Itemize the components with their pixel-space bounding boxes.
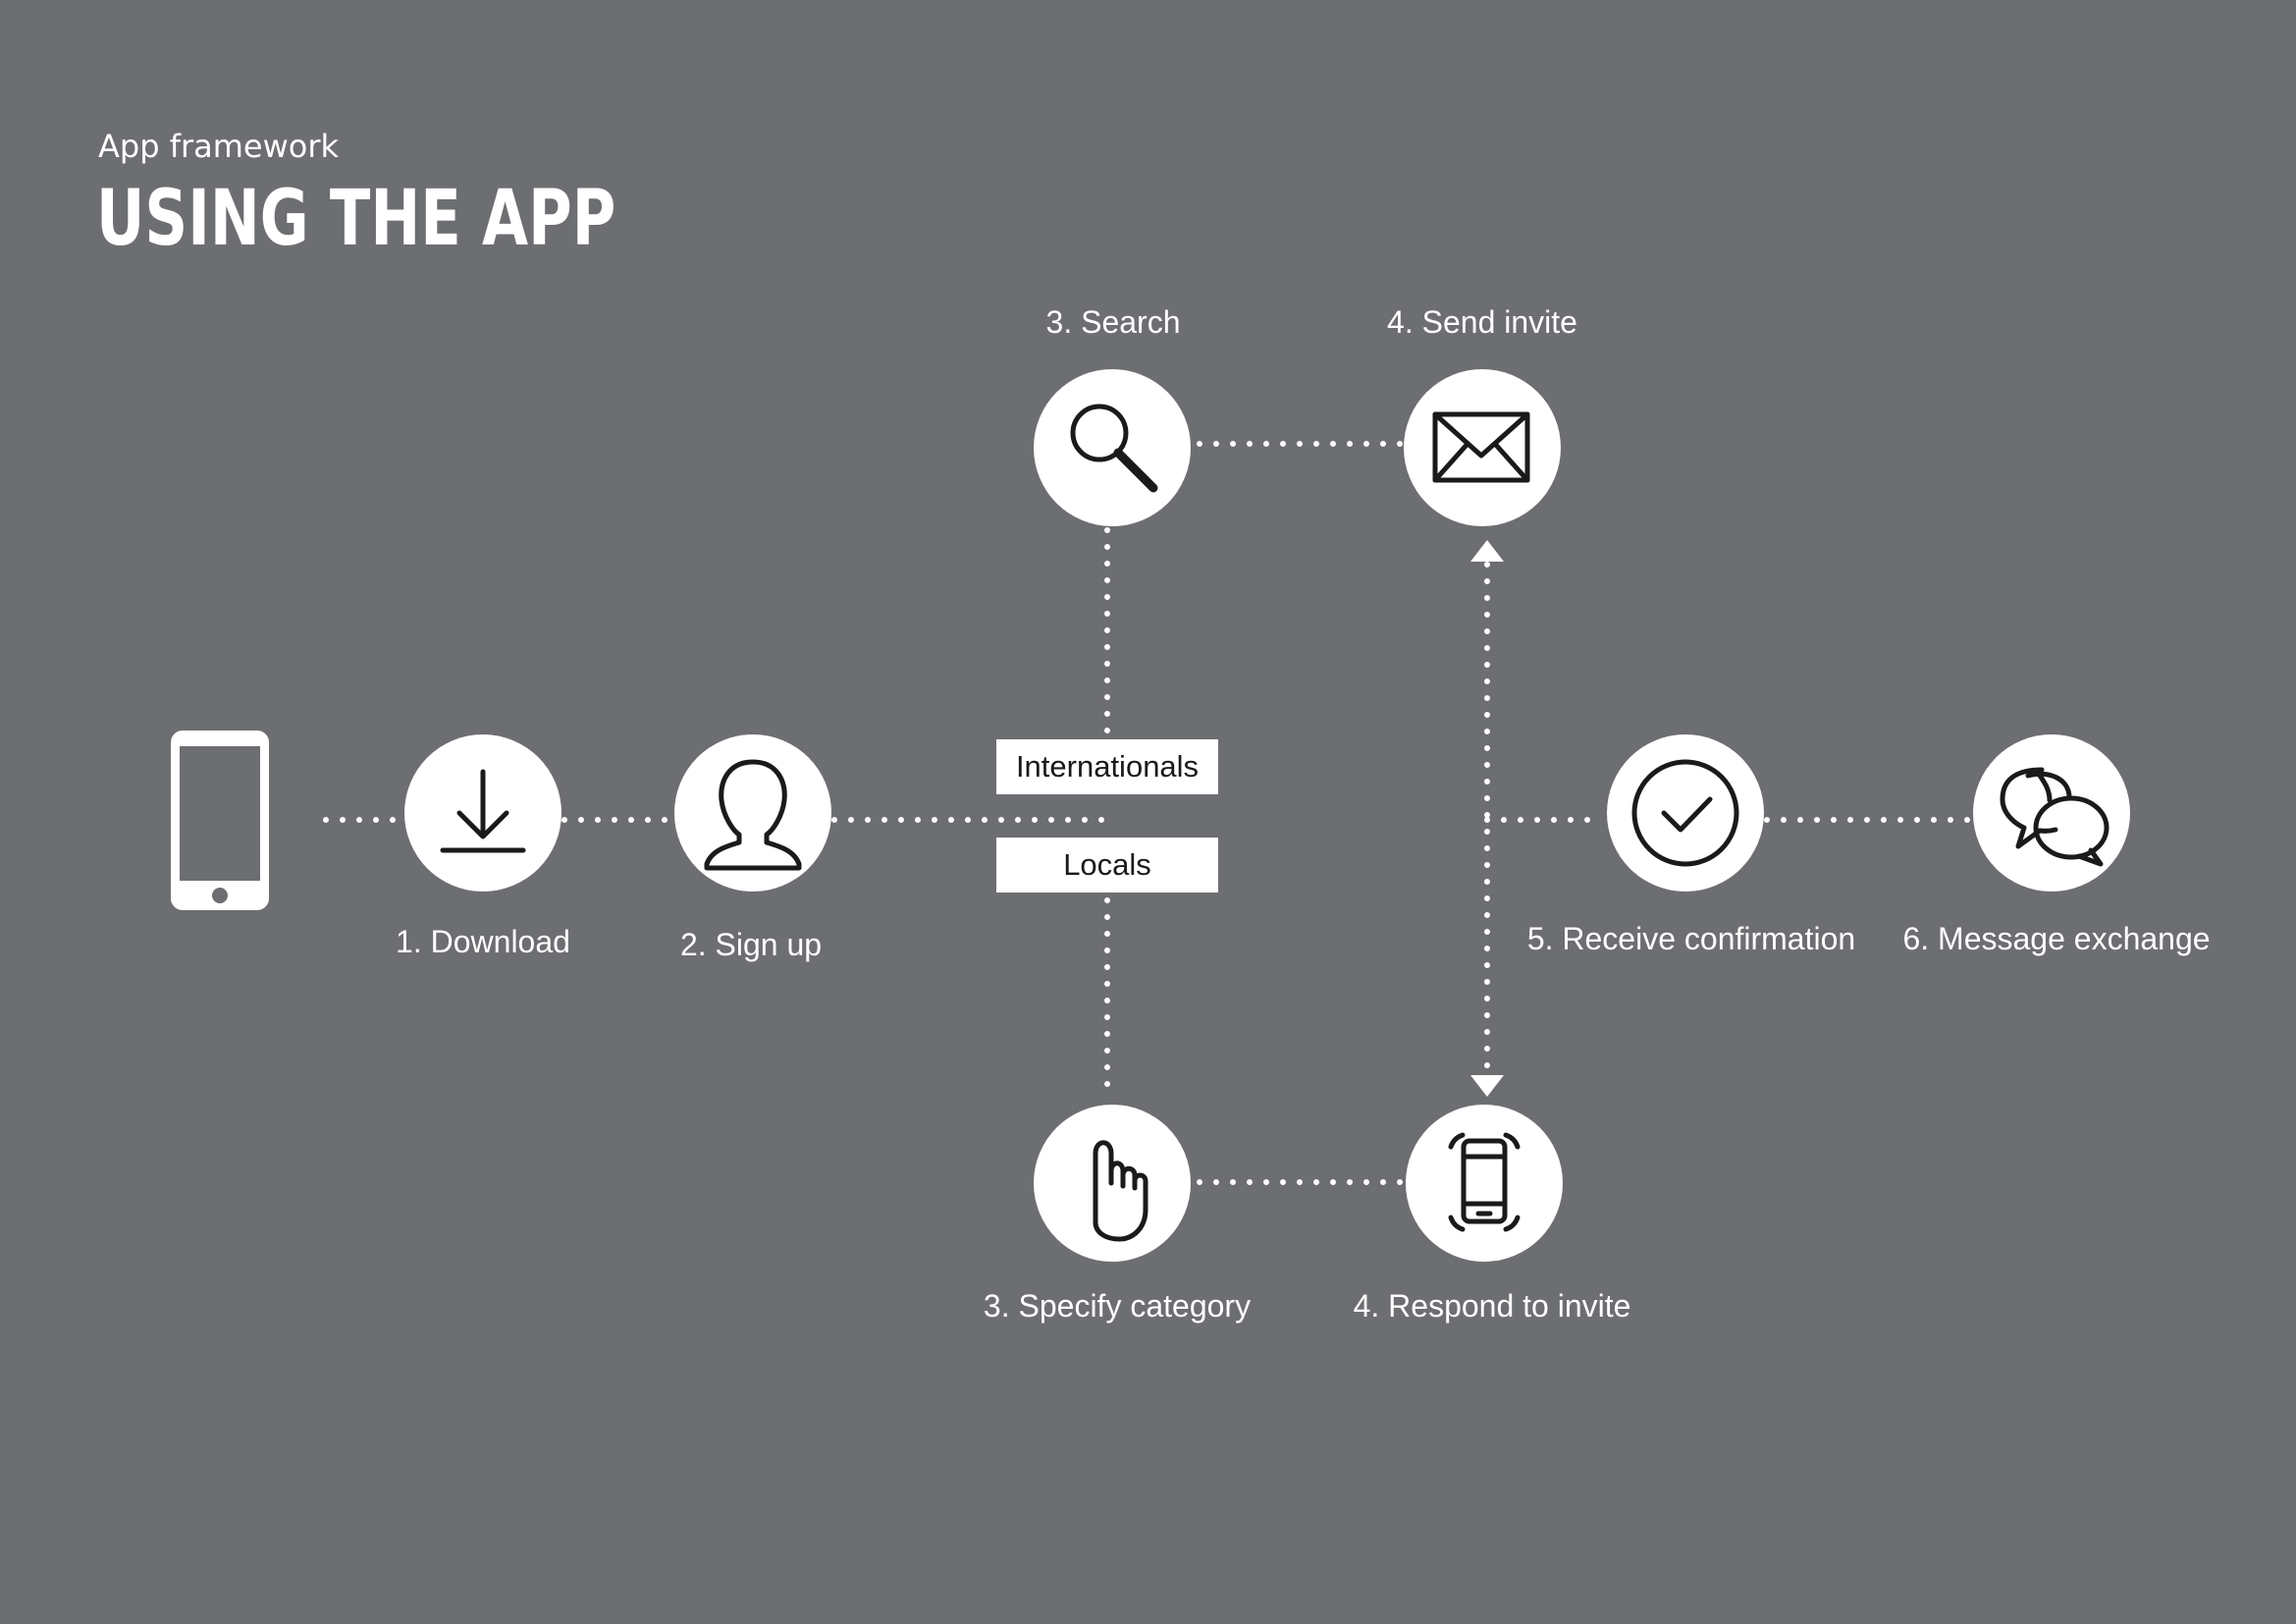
send-invite-label: 4. Send invite [1387, 304, 1577, 340]
diagram-kicker: App framework [98, 128, 340, 165]
receive-confirmation-label: 5. Receive confirmation [1526, 921, 1856, 956]
download-icon [440, 769, 526, 853]
pointing-hand-icon [1093, 1140, 1148, 1242]
download-label: 1. Download [396, 924, 570, 959]
specify-category-label: 3. Specify category [983, 1288, 1252, 1324]
message-exchange-label: 6. Message exchange [1902, 921, 2211, 956]
checkmark-icon [1631, 759, 1739, 867]
internationals-tag: Internationals [996, 739, 1218, 794]
search-icon [1070, 404, 1158, 493]
chat-bubbles-icon [2000, 767, 2109, 867]
search-node [1034, 369, 1191, 526]
locals-tag: Locals [996, 838, 1218, 893]
signup-label: 2. Sign up [679, 927, 823, 962]
respond-invite-node [1406, 1105, 1563, 1262]
arrow-down-icon [1470, 1075, 1504, 1097]
respond-invite-label: 4. Respond to invite [1353, 1288, 1631, 1324]
confirmation-node [1607, 734, 1764, 892]
message-node [1973, 734, 2130, 892]
diagram-title: USING THE APP [96, 175, 616, 263]
smartphone-icon [171, 731, 269, 910]
ringing-phone-icon [1448, 1132, 1521, 1232]
envelope-icon [1432, 411, 1530, 483]
arrow-up-icon [1470, 540, 1504, 562]
send-invite-node [1404, 369, 1561, 526]
search-label: 3. Search [1045, 304, 1181, 340]
user-icon [704, 759, 802, 871]
